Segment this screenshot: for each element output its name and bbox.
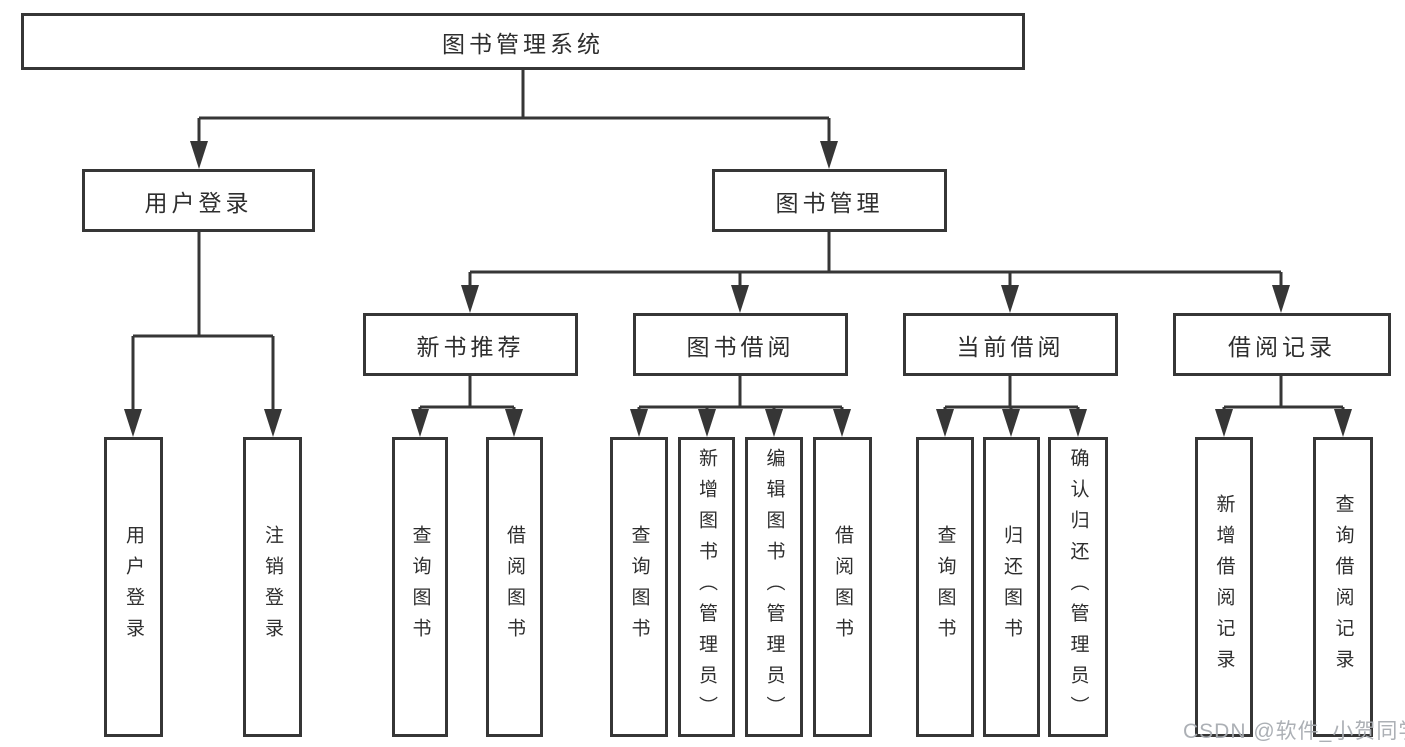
node-borrowing-records: 借阅记录 — [1173, 313, 1391, 376]
node-root: 图书管理系统 — [21, 13, 1025, 70]
leaf-borrowing-edit-books-admin: 编辑图书（管理员） — [745, 437, 803, 737]
leaf-newbook-borrow-books: 借阅图书 — [486, 437, 543, 737]
leaf-logout: 注销登录 — [243, 437, 302, 737]
leaf-borrowing-borrow-books: 借阅图书 — [813, 437, 872, 737]
leaf-current-query-books: 查询图书 — [916, 437, 974, 737]
node-current-borrowing: 当前借阅 — [903, 313, 1118, 376]
leaf-records-add-borrow-record: 新增借阅记录 — [1195, 437, 1253, 737]
leaf-records-query-borrow-record: 查询借阅记录 — [1313, 437, 1373, 737]
leaf-borrowing-add-books-admin: 新增图书（管理员） — [678, 437, 735, 737]
csdn-watermark: CSDN @软件_小贺同学 — [1183, 720, 1405, 743]
leaf-current-confirm-return-admin: 确认归还（管理员） — [1048, 437, 1108, 737]
node-new-book-recommend: 新书推荐 — [363, 313, 578, 376]
node-book-management: 图书管理 — [712, 169, 947, 232]
leaf-user-login: 用户登录 — [104, 437, 163, 737]
leaf-current-return-books: 归还图书 — [983, 437, 1040, 737]
leaf-newbook-query-books: 查询图书 — [392, 437, 448, 737]
leaf-borrowing-query-books: 查询图书 — [610, 437, 668, 737]
node-user-login: 用户登录 — [82, 169, 315, 232]
node-book-borrowing: 图书借阅 — [633, 313, 848, 376]
